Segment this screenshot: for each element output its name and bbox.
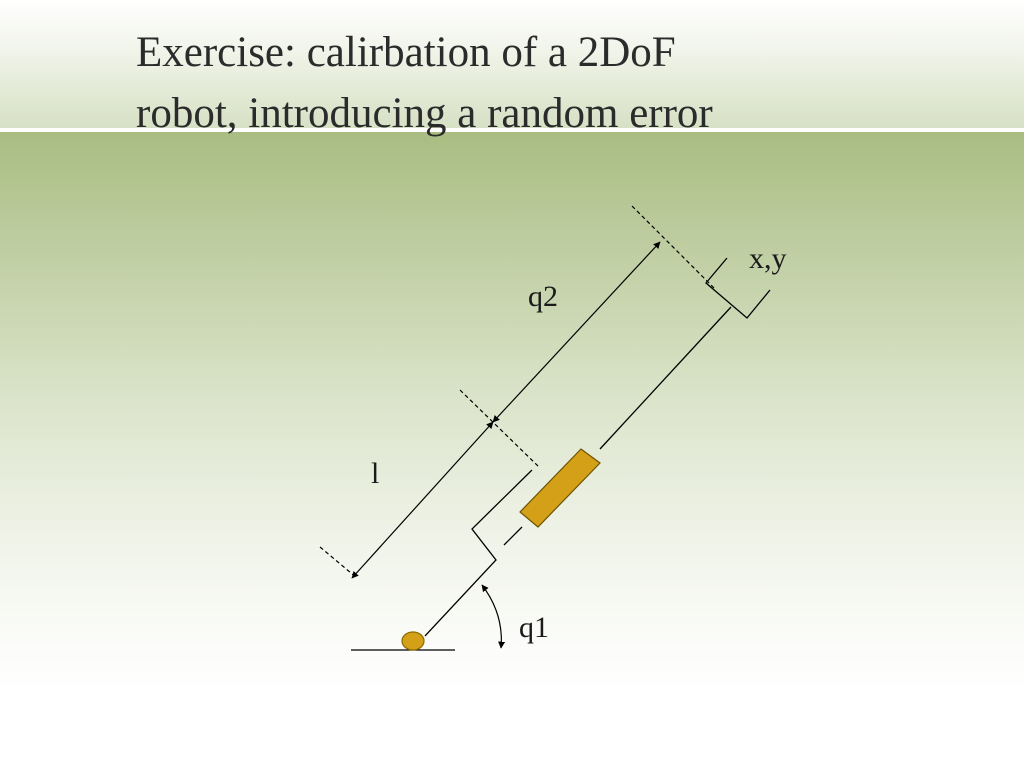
dashed-reference-middle	[459, 389, 541, 469]
link-1-lower-stub	[503, 526, 523, 546]
rotation-arrow-q1	[481, 584, 506, 649]
dimension-arrow-q2	[492, 241, 661, 423]
dashed-reference-end	[631, 205, 715, 289]
slide-title: Exercise: calirbation of a 2DoF robot, i…	[136, 22, 956, 144]
link-1	[424, 469, 533, 637]
header-divider	[0, 128, 1024, 132]
slide-title-line-2: robot, introducing a random error	[136, 90, 713, 137]
link-2	[599, 306, 732, 450]
label-end-effector: x,y	[749, 242, 787, 275]
header-background	[0, 0, 1024, 130]
body-background	[0, 132, 1024, 768]
slide-title-line-1: Exercise: calirbation of a 2DoF	[136, 29, 676, 76]
end-effector-gripper	[705, 257, 771, 319]
prismatic-joint-block	[519, 448, 601, 528]
dashed-reference-base	[319, 546, 358, 579]
label-q2: q2	[528, 280, 558, 313]
dimension-arrow-l	[351, 421, 494, 579]
base-joint	[401, 631, 425, 651]
label-link-length: l	[371, 457, 379, 490]
label-q1: q1	[519, 611, 549, 644]
